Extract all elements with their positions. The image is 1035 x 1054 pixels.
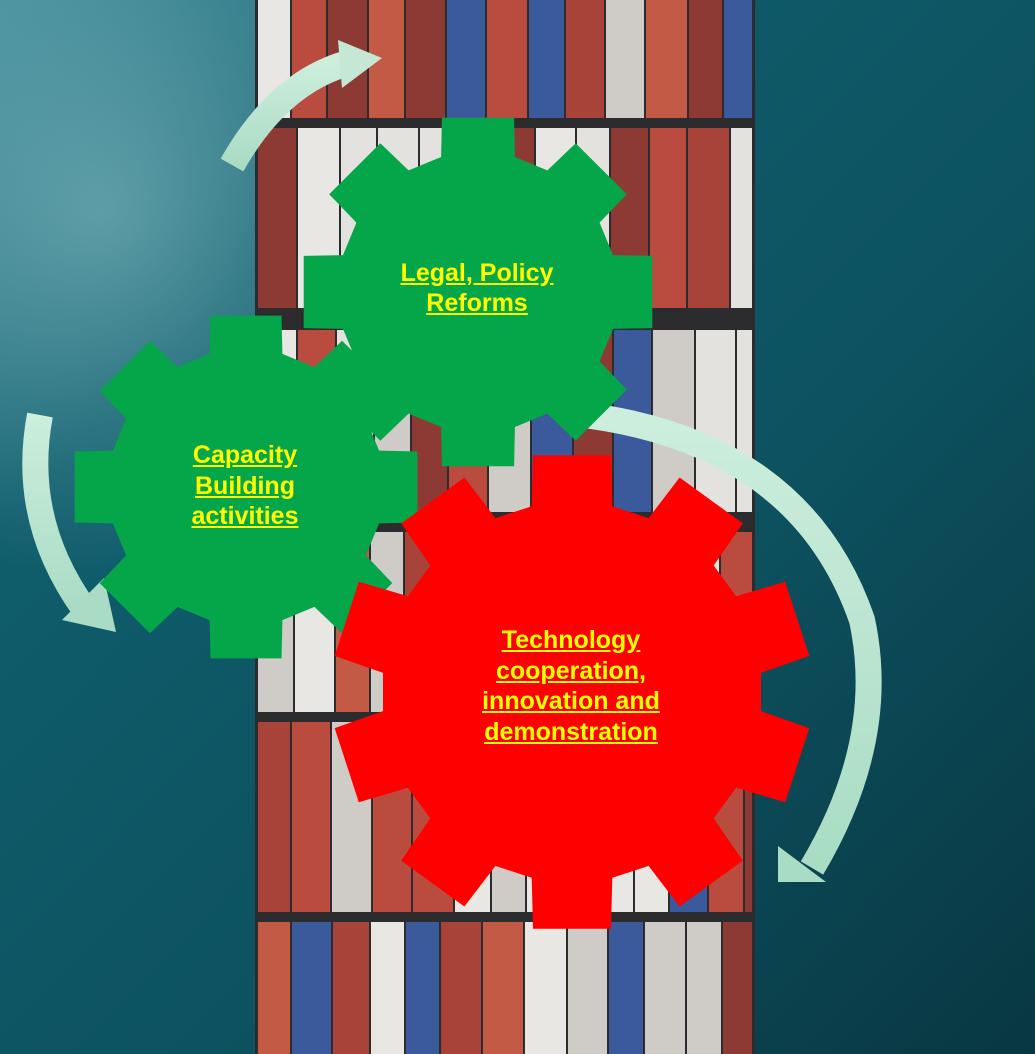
gear-label-legal-line-1: Legal, Policy [400,258,554,287]
container [566,0,604,118]
container [568,922,607,1054]
arrow-top [220,49,356,172]
container [606,0,644,118]
container [529,0,564,118]
gear-label-tech-line-3: innovation and [482,687,660,715]
container [689,0,722,118]
gear-capacity-building[interactable] [74,315,418,659]
container [646,0,687,118]
gear-legal-policy[interactable] [303,117,653,467]
arrow-right [574,401,882,875]
gear-label-legal[interactable]: Legal, Policy Reforms [352,248,602,328]
container [745,722,752,912]
gear-label-capacity-line-3: activities [191,502,299,531]
gear-label-capacity-line-1: Capacity [192,441,298,470]
container [258,722,290,912]
cycle-arrows [22,40,882,882]
container [696,330,735,512]
gear-label-tech-line-2: cooperation, [495,656,646,685]
container [724,0,752,118]
container [525,922,566,1054]
container [406,922,439,1054]
gear-label-tech-line-1: Technology [501,626,641,654]
gear-label-capacity[interactable]: Capacity Building activities [140,424,350,548]
container [258,128,296,308]
container [687,922,721,1054]
arrow-right-head [778,846,826,882]
container [483,922,523,1054]
gear-label-technology[interactable]: Technology cooperation, innovation and d… [426,606,716,766]
arrow-top-head [338,40,382,88]
container [371,922,404,1054]
container [441,922,481,1054]
arrow-left-head [62,578,116,632]
container [406,0,445,118]
container [292,922,331,1054]
gear-label-legal-line-2: Reforms [426,289,528,317]
container [645,922,685,1054]
gear-label-tech-line-4: demonstration [484,717,658,746]
gear-label-capacity-line-2: Building [195,471,295,500]
container [333,922,369,1054]
arrow-left [22,412,96,618]
container [609,922,643,1054]
container [258,922,290,1054]
gear-technology[interactable] [334,455,810,929]
container [723,922,752,1054]
container [650,128,686,308]
container [487,0,527,118]
container [292,722,330,912]
container [447,0,485,118]
container [688,128,729,308]
container [731,128,752,308]
